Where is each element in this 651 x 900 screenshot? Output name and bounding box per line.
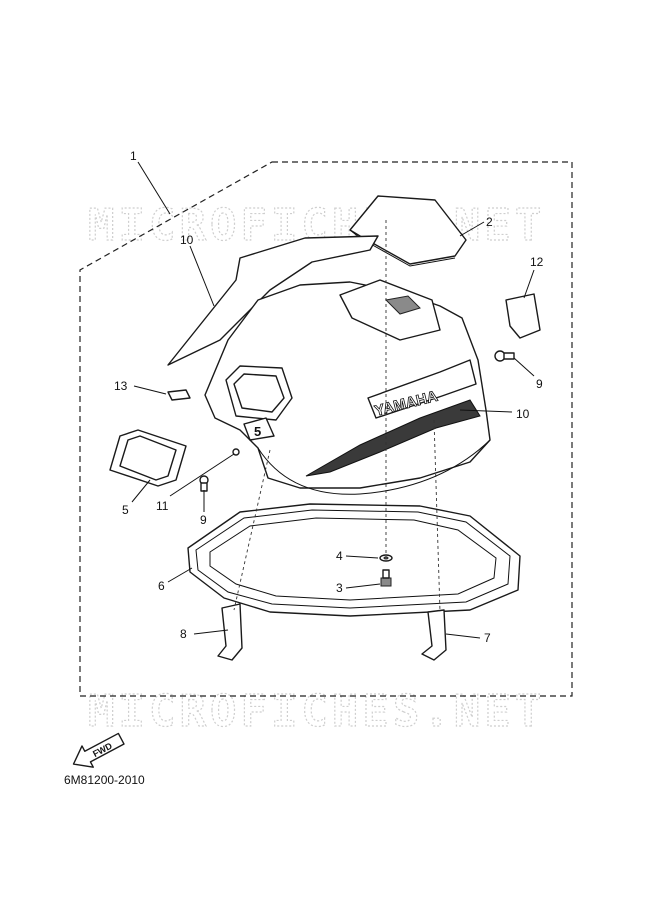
callout-9-right: 9 bbox=[536, 377, 543, 391]
intake-grommet-inner bbox=[119, 435, 177, 481]
cowling-top-insert bbox=[339, 279, 441, 341]
cowling-slot bbox=[384, 295, 421, 315]
brand-band bbox=[367, 359, 477, 419]
leader-1 bbox=[137, 161, 171, 215]
side-plate bbox=[505, 293, 541, 339]
seal-ring-inner bbox=[209, 517, 497, 601]
leader-10b bbox=[459, 409, 513, 413]
callout-1: 1 bbox=[130, 149, 137, 163]
bracket-8 bbox=[217, 603, 243, 661]
intake-opening-inner bbox=[233, 373, 285, 413]
callout-6: 6 bbox=[158, 579, 165, 593]
bolt-3 bbox=[380, 569, 392, 587]
model-badge-text: 5 bbox=[254, 424, 261, 439]
leader-10a bbox=[189, 245, 215, 307]
leader-11 bbox=[169, 453, 235, 497]
fwd-arrow: FWD bbox=[72, 732, 125, 768]
clip-13 bbox=[167, 389, 191, 401]
leader-9a bbox=[513, 357, 535, 377]
callout-13: 13 bbox=[114, 379, 128, 393]
model-badge bbox=[243, 417, 275, 441]
top-cap-rim bbox=[349, 229, 456, 267]
leader-8 bbox=[193, 629, 229, 635]
callout-10-lower: 10 bbox=[516, 407, 530, 421]
callout-3: 3 bbox=[336, 581, 343, 595]
part-11 bbox=[232, 448, 240, 456]
callout-10-upper: 10 bbox=[180, 233, 194, 247]
watermark-bottom: MICROFICHES.NET bbox=[88, 686, 545, 737]
callout-12: 12 bbox=[530, 255, 544, 269]
leader-5 bbox=[131, 479, 151, 503]
leader-4 bbox=[345, 555, 379, 559]
callout-11: 11 bbox=[156, 499, 169, 513]
callout-7: 7 bbox=[484, 631, 491, 645]
align-line-right bbox=[433, 419, 441, 613]
screw-9-left bbox=[199, 475, 209, 492]
callout-4: 4 bbox=[336, 549, 343, 563]
leader-13 bbox=[133, 385, 167, 395]
callout-2: 2 bbox=[486, 215, 493, 229]
seal-ring-mid bbox=[195, 509, 511, 609]
callout-9-left: 9 bbox=[200, 513, 207, 527]
callout-8: 8 bbox=[180, 627, 187, 641]
screw-9-right bbox=[494, 350, 515, 362]
bracket-7 bbox=[421, 609, 447, 661]
seal-ring-outer bbox=[187, 503, 521, 617]
assembly-boundary bbox=[79, 161, 573, 697]
cowling-lip bbox=[257, 439, 491, 495]
decal-upper bbox=[167, 235, 379, 366]
leader-12 bbox=[523, 269, 535, 299]
leader-7 bbox=[445, 633, 481, 639]
leader-3 bbox=[345, 583, 381, 589]
leader-2 bbox=[459, 221, 485, 237]
callout-5: 5 bbox=[122, 503, 129, 517]
watermark-top: MICROFICHES.NET bbox=[88, 200, 545, 251]
diagram-code: 6M81200-2010 bbox=[64, 773, 145, 787]
decal-lower bbox=[305, 399, 481, 477]
leader-6 bbox=[167, 567, 193, 583]
